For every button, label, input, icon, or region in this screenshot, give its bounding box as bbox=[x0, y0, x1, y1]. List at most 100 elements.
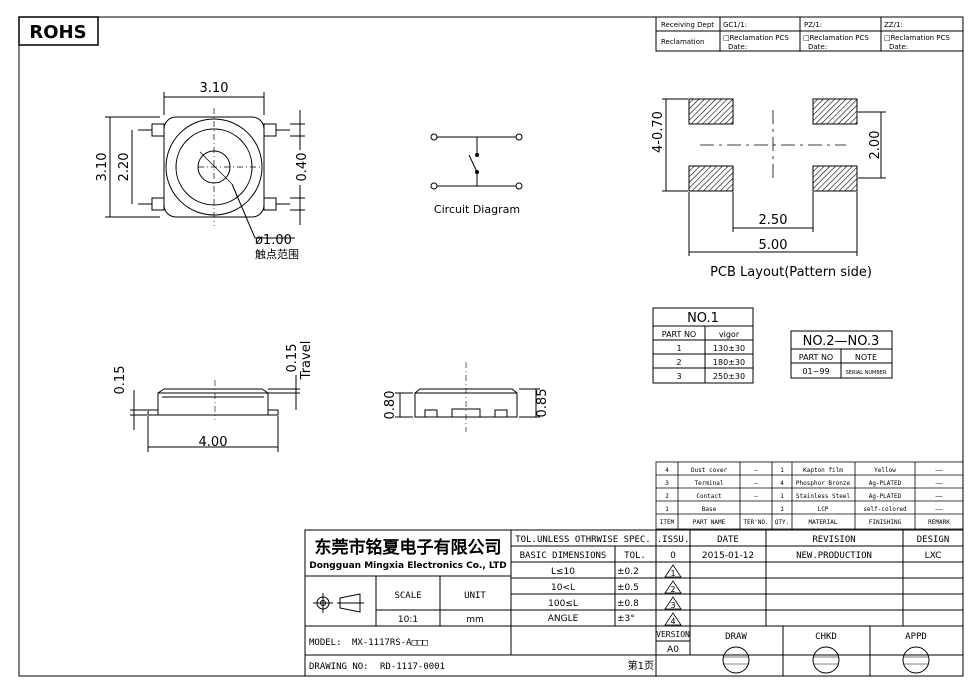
model-value: MX-1117RS-A□□□ bbox=[352, 638, 428, 648]
bom-header-3: TER'NO. bbox=[743, 519, 768, 526]
page-number: 第1页 bbox=[628, 659, 654, 672]
dim-front-right: 0.85 bbox=[535, 389, 550, 418]
tol-r1-val: ±0.2 bbox=[617, 567, 639, 577]
pad-tl bbox=[688, 98, 734, 125]
dim-contact-dia: ø1.00 bbox=[255, 233, 292, 248]
bom-header-2: PART NAME bbox=[693, 519, 726, 526]
reclamation-cell-2: □Reclamation PCS bbox=[803, 34, 869, 42]
bom-header-6: FINISHING bbox=[869, 519, 902, 526]
no1-header-part: PART NO bbox=[662, 330, 696, 339]
stamp-draw bbox=[722, 646, 750, 674]
side-view-dims: 0.15 0.15 Travel 4.00 bbox=[113, 341, 314, 450]
reclamation-cell-1: □Reclamation PCS bbox=[723, 34, 789, 42]
receiving-dept-label: Receiving Dept bbox=[661, 21, 714, 29]
bom-cell-r3-c7: —— bbox=[935, 493, 943, 500]
bom-cell-r1-c6: Yellow bbox=[874, 467, 896, 474]
pad-tr bbox=[812, 98, 858, 125]
bom-cell-r4-c4: 1 bbox=[780, 506, 784, 513]
bom-cell-r1-c7: —— bbox=[935, 467, 943, 474]
drawing-no-label: DRAWING NO: bbox=[309, 662, 369, 672]
bom-cell-r2-c5: Phosphor Bronze bbox=[796, 480, 851, 487]
dim-height-220: 2.20 bbox=[117, 153, 132, 182]
stamp-appd bbox=[902, 646, 930, 674]
company-en: Dongguan Mingxia Electronics Co., LTD bbox=[309, 561, 506, 571]
version-header: VERSION bbox=[656, 630, 690, 639]
bom-cell-r3-c1: 2 bbox=[665, 493, 669, 500]
no23-header-note: NOTE bbox=[855, 353, 877, 362]
dim-side-thickness: 0.15 bbox=[113, 366, 128, 395]
dim-width-310: 3.10 bbox=[200, 81, 229, 96]
reclamation-date-1: Date: bbox=[728, 43, 747, 51]
dim-pcb-right: 2.00 bbox=[868, 131, 883, 160]
company-cn: 东莞市铭夏电子有限公司 bbox=[315, 537, 502, 558]
front-view-dims: 0.80 0.85 bbox=[383, 389, 550, 420]
dim-pin-040: 0.40 bbox=[295, 153, 310, 182]
bom-cell-r3-c4: 1 bbox=[780, 493, 784, 500]
bom-cell-r2-c3: — bbox=[754, 480, 758, 487]
date-header: DATE bbox=[717, 535, 739, 545]
tol-title: TOL.UNLESS OTHRWISE SPEC. bbox=[515, 535, 650, 545]
unit-value: mm bbox=[466, 615, 484, 625]
circuit-diagram-label: Circuit Diagram bbox=[434, 203, 520, 216]
receiving-box: Receiving Dept GC1/1: PZ/1: ZZ/1: Reclam… bbox=[655, 16, 964, 52]
bom-cell-r3-c3: — bbox=[754, 493, 758, 500]
scale-value: 10:1 bbox=[398, 615, 418, 625]
no1-r2-part: 2 bbox=[676, 358, 681, 367]
bom-cell-r2-c1: 3 bbox=[665, 480, 669, 487]
tol-r4-range: ANGLE bbox=[548, 614, 579, 624]
title-block-text: 东莞市铭夏电子有限公司 Dongguan Mingxia Electronics… bbox=[309, 535, 949, 672]
bom-header-1: ITEM bbox=[660, 519, 675, 526]
rohs-box: ROHS bbox=[18, 16, 99, 46]
revision-triangle-labels: 1 2 3 4 bbox=[670, 569, 675, 626]
no23-r1-note: SERIAL NUMBER bbox=[846, 370, 887, 376]
appd-header: APPD bbox=[905, 632, 927, 642]
bom-header-5: MATERIAL bbox=[809, 519, 838, 526]
rev-mark-4: 4 bbox=[670, 617, 675, 626]
bom-header-4: QTY. bbox=[775, 519, 789, 526]
revision-triangles bbox=[664, 564, 682, 626]
circuit-diagram bbox=[430, 133, 523, 190]
reclamation-date-3: Date: bbox=[889, 43, 908, 51]
revision-value: NEW.PRODUCTION bbox=[796, 551, 872, 561]
tol-r1-range: L≤10 bbox=[551, 567, 575, 577]
bom-cell-r3-c5: Stainless Steel bbox=[796, 493, 851, 500]
reclamation-cell-3: □Reclamation PCS bbox=[884, 34, 950, 42]
tol-r4-val: ±3° bbox=[617, 614, 635, 624]
tol-r3-val: ±0.8 bbox=[617, 599, 639, 609]
bom-cell-r1-c1: 4 bbox=[665, 467, 669, 474]
tol-r2-val: ±0.5 bbox=[617, 583, 639, 593]
contact-range-label: 触点范围 bbox=[255, 247, 299, 261]
dim-pcb-left: 4-0.70 bbox=[651, 111, 666, 153]
projection-symbol bbox=[313, 593, 364, 613]
no23-title: NO.2—NO.3 bbox=[803, 334, 880, 349]
tol-header: TOL. bbox=[624, 551, 646, 561]
bom-cell-r4-c2: Base bbox=[702, 506, 717, 513]
no1-r3-vigor: 250±30 bbox=[713, 372, 745, 381]
draw-header: DRAW bbox=[725, 632, 747, 642]
date-value: 2015-01-12 bbox=[702, 551, 754, 561]
reclamation-date-2: Date: bbox=[808, 43, 827, 51]
bom-cell-r1-c4: 1 bbox=[780, 467, 784, 474]
bom-cell-r4-c7: —— bbox=[935, 506, 943, 513]
bom-header-7: REMARK bbox=[928, 519, 950, 526]
revision-header: REVISION bbox=[812, 535, 855, 545]
tol-r3-range: 100≤L bbox=[548, 599, 578, 609]
bom-cell-r1-c2: Dust cover bbox=[691, 467, 728, 474]
dim-height-310: 3.10 bbox=[95, 153, 110, 182]
no1-text: NO.1 PART NO vigor 1 130±30 2 180±30 3 2… bbox=[662, 311, 745, 381]
dim-length: 4.00 bbox=[199, 435, 228, 450]
no1-r3-part: 3 bbox=[676, 372, 681, 381]
no23-text: NO.2—NO.3 PART NO NOTE 01~99 SERIAL NUMB… bbox=[799, 334, 887, 376]
bom-table bbox=[655, 461, 964, 530]
unit-label: UNIT bbox=[464, 591, 486, 601]
title-block bbox=[304, 529, 964, 677]
no1-r1-part: 1 bbox=[676, 344, 681, 353]
issu-header: .ISSU. bbox=[657, 535, 690, 545]
version-value: A0 bbox=[667, 645, 679, 655]
no23-r1-part: 01~99 bbox=[802, 367, 829, 376]
rev-mark-2: 2 bbox=[670, 585, 675, 594]
bom-cell-r3-c2: Contact bbox=[696, 493, 722, 500]
basic-dimensions: BASIC DIMENSIONS bbox=[520, 551, 607, 561]
pcb-caption: PCB Layout(Pattern side) bbox=[710, 265, 872, 280]
